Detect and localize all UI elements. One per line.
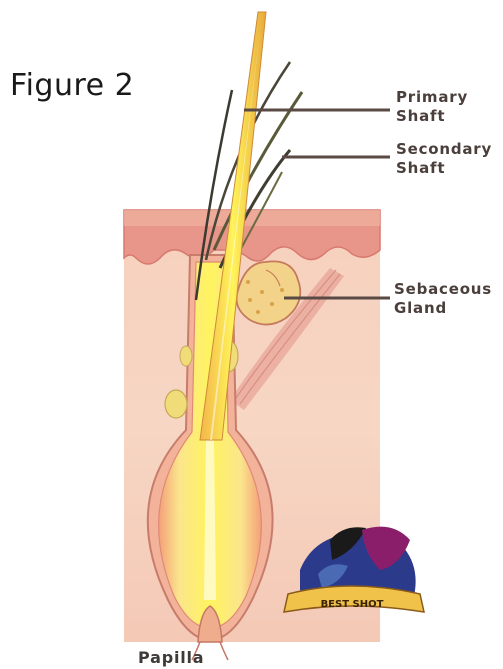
label-papilla: Papilla: [138, 648, 204, 667]
label-sebaceous-gland: Sebaceous Gland: [394, 280, 492, 318]
label-sebaceous-line1: Sebaceous: [394, 280, 492, 299]
label-sebaceous-line2: Gland: [394, 299, 492, 318]
label-primary-shaft: Primary Shaft: [396, 88, 468, 126]
label-secondary-line1: Secondary: [396, 140, 492, 159]
label-secondary-line2: Shaft: [396, 159, 492, 178]
label-secondary-shaft: Secondary Shaft: [396, 140, 492, 178]
label-primary-line2: Shaft: [396, 107, 468, 126]
logo-text: BEST SHOT: [321, 599, 384, 610]
label-primary-line1: Primary: [396, 88, 468, 107]
